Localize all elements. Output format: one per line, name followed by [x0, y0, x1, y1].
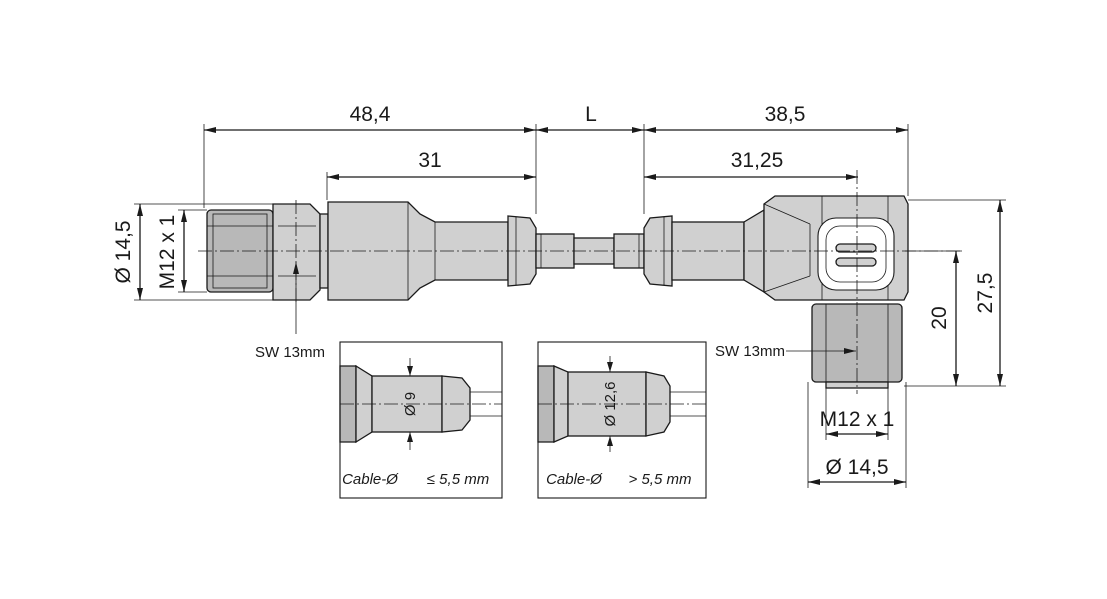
dim-cable-length: L: [585, 103, 597, 126]
dimension-labels: 48,4 L 38,5 31 31,25 Ø 14,5 M12 x 1 27,5…: [112, 103, 997, 479]
detail-2-condition: > 5,5 mm: [629, 471, 692, 488]
detail-1-cable-label: Cable-Ø: [342, 471, 399, 488]
dimension-lines: [134, 124, 1006, 488]
dim-left-body: 31: [418, 149, 441, 172]
detail-2-diameter: Ø 12,6: [602, 381, 619, 426]
label-right-wrench: SW 13mm: [715, 343, 785, 360]
dim-right-thread: M12 x 1: [820, 408, 895, 431]
dim-left-diameter: Ø 14,5: [112, 220, 135, 283]
dim-left-thread: M12 x 1: [156, 215, 179, 290]
dim-right-height-total: 27,5: [974, 273, 997, 314]
dim-right-body: 31,25: [731, 149, 784, 172]
detail-box-small-cable: Ø 9 Cable-Ø ≤ 5,5 mm: [339, 341, 503, 499]
dim-right-height: 20: [928, 306, 951, 329]
detail-1-diameter: Ø 9: [402, 392, 419, 416]
dim-right-total: 38,5: [765, 103, 806, 126]
detail-box-large-cable: Ø 12,6 Cable-Ø > 5,5 mm: [537, 341, 707, 499]
centerlines: [198, 170, 962, 394]
detail-2-cable-label: Cable-Ø: [546, 471, 603, 488]
dim-right-diameter: Ø 14,5: [825, 456, 888, 479]
detail-1-condition: ≤ 5,5 mm: [427, 471, 489, 488]
label-left-wrench: SW 13mm: [255, 344, 325, 361]
dim-left-total: 48,4: [350, 103, 391, 126]
